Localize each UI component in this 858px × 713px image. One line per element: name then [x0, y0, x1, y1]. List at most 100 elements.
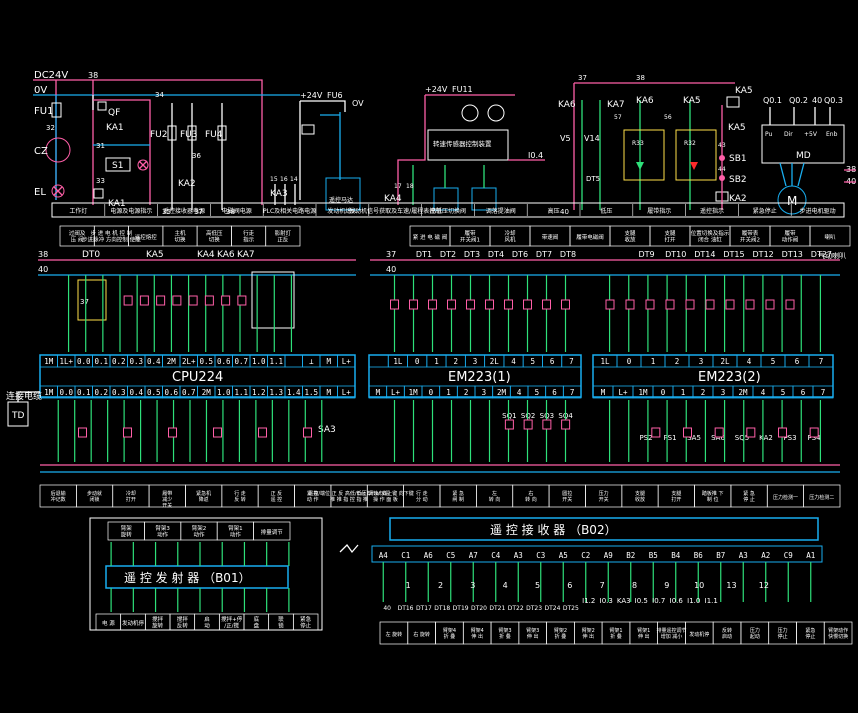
em1-top-terminal-7: 4: [511, 357, 516, 366]
em1-input-switch-1: [523, 419, 533, 430]
em2-top-terminal-3: 2: [675, 357, 680, 366]
band2-3: 主机切换: [174, 229, 186, 244]
cpu-bottom-terminal-6: 0.5: [147, 388, 161, 397]
b02-terminal-17: A2: [761, 551, 770, 560]
b02-dt-label-3: DT18: [434, 605, 450, 612]
cpu-input-switch-5: [303, 427, 312, 438]
em2-ps-label-0: PS2: [639, 434, 652, 442]
em2-top-terminal-8: 6: [795, 357, 800, 366]
em1-top-terminal-3: 1: [434, 357, 439, 366]
sb1-label: SB1: [729, 154, 747, 164]
fu6-label: FU6: [327, 91, 343, 100]
gauge-2-icon: [487, 104, 505, 122]
em1-coil-5: [485, 299, 494, 310]
diode-green-icon: [636, 162, 644, 170]
em2-input-switch-4: [778, 427, 787, 438]
r32-label: R32: [684, 140, 696, 147]
cpu-bottom-terminal-12: 1.2: [252, 388, 266, 397]
cpu-bottom-terminal-14: 1.4: [287, 388, 301, 397]
band4-8: 遥控/端位 正 反 高低/低压 调蚀/蚀段推 推 指 控 指 推: [308, 490, 389, 503]
em2-top-terminal-7: 5: [771, 357, 776, 366]
em2-input-switch-0: [651, 427, 661, 438]
b02-terminal-2: A6: [424, 551, 434, 560]
em2-coil-2: [645, 299, 655, 310]
em1-coil-9: [561, 299, 570, 310]
em1-top-terminal-5: 3: [473, 357, 478, 366]
cpu-ka6-label: KA6: [217, 250, 235, 260]
em2-bottom-terminal-7: 2M: [738, 388, 748, 397]
b02-dt-label-5: DT20: [471, 605, 487, 612]
em2-ps-label-2: SA5: [687, 434, 701, 442]
motor-40-label: 40: [812, 96, 822, 105]
b02-terminal-7: C3: [536, 551, 545, 560]
em1-coil-8: [542, 299, 551, 310]
cpu-top-terminal-2: 0.0: [77, 357, 91, 366]
indicator-lamp-icon: [137, 159, 149, 171]
cpu-top-terminal-5: 0.3: [129, 357, 143, 366]
cpu-37-label: 37: [80, 298, 89, 306]
em1-coil-1: [409, 299, 418, 310]
cpu-bottom-terminal-5: 0.4: [129, 388, 143, 397]
em1-top-terminal-9: 6: [550, 357, 555, 366]
b02-dt-label-4: DT19: [453, 605, 469, 612]
b02-io-label-3: I0.5: [635, 597, 648, 605]
em2-top-terminal-1: 0: [627, 357, 632, 366]
pin-5v: +5V: [804, 131, 818, 138]
band2-5: 行走指示: [243, 229, 255, 244]
em2-ps-label-3: SA6: [711, 434, 725, 442]
b02-io-label-7: I1.1: [705, 597, 718, 605]
cpu-coil-2: [156, 295, 166, 306]
em2-coil-4: [685, 299, 695, 310]
em1-dt-label-0: DT1: [416, 250, 432, 259]
cpu-coil-6: [221, 295, 231, 306]
relay-block: 37 38 KA6 KA7 KA6 KA5 KA5 KA5 V5 V14 DT5…: [558, 74, 753, 216]
function-band-3: 紧 进 电 磁 阀履带开关阀1冷却风机带速阀履带电磁阀支腿收放支腿打开位置切换及…: [409, 225, 851, 247]
b02-terminal-10: A9: [604, 551, 613, 560]
b02-terminal-16: A3: [739, 551, 748, 560]
ka6-label: KA6: [558, 100, 576, 110]
em2-coil-9: [785, 299, 795, 310]
em1-dt-label-1: DT2: [440, 250, 456, 259]
ka5c-label: KA5: [728, 123, 746, 133]
em1-top-terminal-4: 2: [453, 357, 458, 366]
em1-bottom-terminal-11: 7: [570, 388, 575, 397]
band1-label-4: PLC及相关电路电源: [263, 207, 316, 215]
wire-17: 17: [394, 183, 402, 190]
band2-0: 过阀及压 阀: [69, 229, 86, 244]
cpu-coil-0: [123, 295, 133, 306]
em2-top-terminal-4: 3: [699, 357, 704, 366]
band4-14: 圆拉开关: [562, 490, 572, 503]
b02-terminal-3: C5: [446, 551, 455, 560]
v14-label: V14: [584, 134, 600, 143]
band4-3: 履带减少开关: [162, 491, 172, 509]
relay-panel-2: [675, 129, 717, 181]
b01-bottom-0: 电 源: [102, 619, 115, 627]
b01-bottom-1: 发动机停: [122, 619, 145, 627]
band3-4: 履带电磁阀: [576, 233, 604, 241]
band2-1: 步 进 电 机 控 制步进脉冲 方向控制 使能: [82, 229, 141, 244]
em2-dt-label-6: DT27: [811, 250, 832, 259]
em2-dt-label-4: DT12: [753, 250, 774, 259]
b02-num-3: 4: [503, 581, 508, 590]
ka1-bottom-label: KA1: [108, 199, 126, 209]
em2-dt-label-1: DT10: [665, 250, 686, 259]
band1-label-10: 低压: [600, 207, 612, 215]
wire-38-label: 38: [88, 71, 98, 80]
band1-label-5: 发动机熄火: [327, 207, 357, 215]
band4-15: 压力开关: [599, 490, 609, 503]
cpu-bottom-terminal-9: 2M: [202, 388, 212, 397]
plc-38-label: 38: [38, 250, 48, 259]
em1-top-terminal-2: 0: [415, 357, 420, 366]
em1-coil-3: [447, 299, 456, 310]
fu6-ov-label: OV: [352, 99, 364, 108]
band3-1: 履带开关阀1: [460, 230, 480, 244]
band4-7: 紧 急动 作: [307, 490, 319, 503]
band4-21: 压力检测二: [809, 494, 834, 501]
cpu-ka4-label: KA4: [197, 250, 215, 260]
band3-6: 支腿打开: [664, 229, 676, 244]
band4-12: 左转 向: [489, 490, 501, 503]
